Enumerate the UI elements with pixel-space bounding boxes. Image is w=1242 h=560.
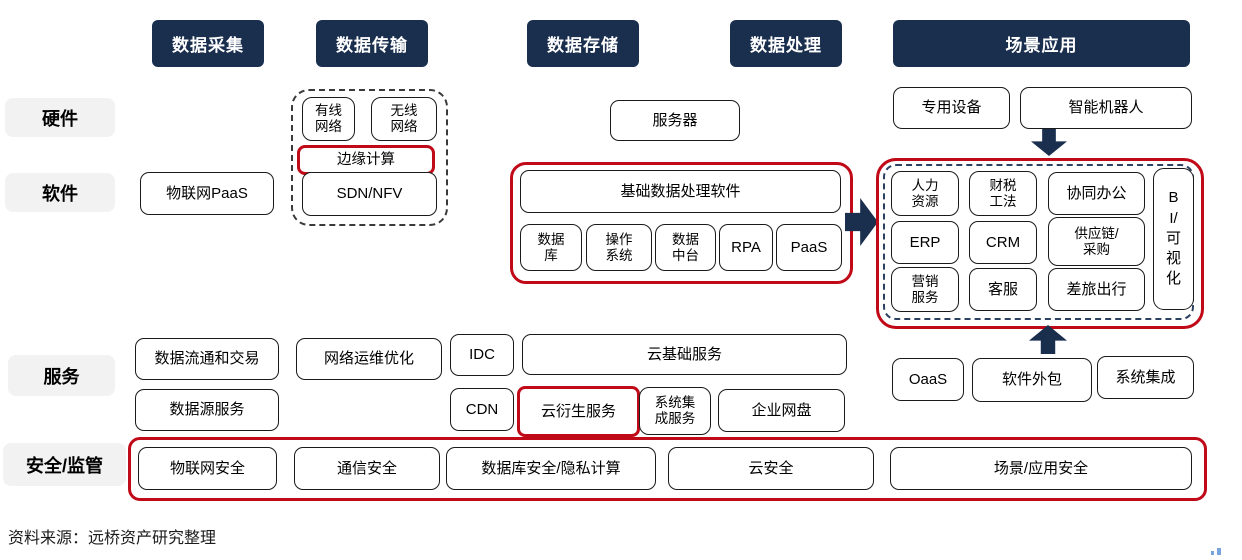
box-finance-tax: 财税 工法 [969,171,1037,216]
source-note: 资料来源：远桥资产研究整理 [8,530,217,547]
column-header-data-storage: 数据存储 [527,20,639,67]
box-data-trade: 数据流通和交易 [135,338,279,380]
box-iot-paas: 物联网PaaS [140,172,274,215]
column-header-data-processing: 数据处理 [730,20,842,67]
box-enterprise-drive: 企业网盘 [718,389,845,432]
box-wired-network: 有线 网络 [302,97,355,141]
box-wireless-network: 无线 网络 [371,97,437,141]
box-cloud-derived-service-highlight: 云衍生服务 [517,386,640,437]
column-header-data-transmission: 数据传输 [316,20,428,67]
box-smart-robot: 智能机器人 [1020,87,1192,129]
box-dedicated-device: 专用设备 [893,87,1010,129]
box-business-travel: 差旅出行 [1048,268,1145,311]
box-cdn: CDN [450,388,514,431]
box-system-integration: 系统集成 [1097,356,1194,399]
watermark-fragment [1209,546,1231,558]
box-operating-system: 操作 系统 [586,224,652,271]
row-label-software: 软件 [5,173,115,212]
box-data-source-service: 数据源服务 [135,389,279,431]
box-system-integration-service: 系统集 成服务 [639,387,711,435]
box-base-data-software: 基础数据处理软件 [520,170,841,213]
arrow-down-icon [1031,129,1067,156]
box-network-ops: 网络运维优化 [296,338,442,380]
box-paas: PaaS [776,224,842,271]
row-label-service: 服务 [8,355,115,396]
box-cloud-base-service: 云基础服务 [522,334,847,375]
box-erp: ERP [891,221,959,264]
arrow-up-icon [1029,325,1067,354]
box-crm: CRM [969,221,1037,264]
transmission-group-outline [291,89,448,226]
row-label-security: 安全/监管 [3,443,126,486]
box-data-middle-platform: 数据 中台 [655,224,716,271]
box-hr: 人力 资源 [891,171,959,216]
box-rpa: RPA [719,224,773,271]
box-edge-computing-highlight: 边缘计算 [297,145,435,175]
box-server: 服务器 [610,100,740,141]
box-customer-service: 客服 [969,268,1037,311]
box-marketing-service: 营销 服务 [891,267,959,312]
box-iot-security: 物联网安全 [138,447,277,490]
box-supply-chain: 供应链/ 采购 [1048,217,1145,266]
row-label-hardware: 硬件 [5,98,115,137]
column-header-data-collection: 数据采集 [152,20,264,67]
box-software-outsourcing: 软件外包 [972,358,1092,402]
box-sdn-nfv: SDN/NFV [302,172,437,216]
box-database: 数据 库 [520,224,582,271]
box-collab-office: 协同办公 [1048,172,1145,215]
box-oaas: OaaS [892,358,964,401]
box-comm-security: 通信安全 [294,447,440,490]
box-bi-visualization: B I/ 可 视 化 [1153,168,1194,310]
box-app-security: 场景/应用安全 [890,447,1192,490]
box-idc: IDC [450,334,514,376]
column-header-scenario-application: 场景应用 [893,20,1190,67]
box-cloud-security: 云安全 [668,447,874,490]
box-db-security: 数据库安全/隐私计算 [446,447,656,490]
application-software-group-highlight [876,158,1204,329]
security-group-highlight [128,437,1207,501]
